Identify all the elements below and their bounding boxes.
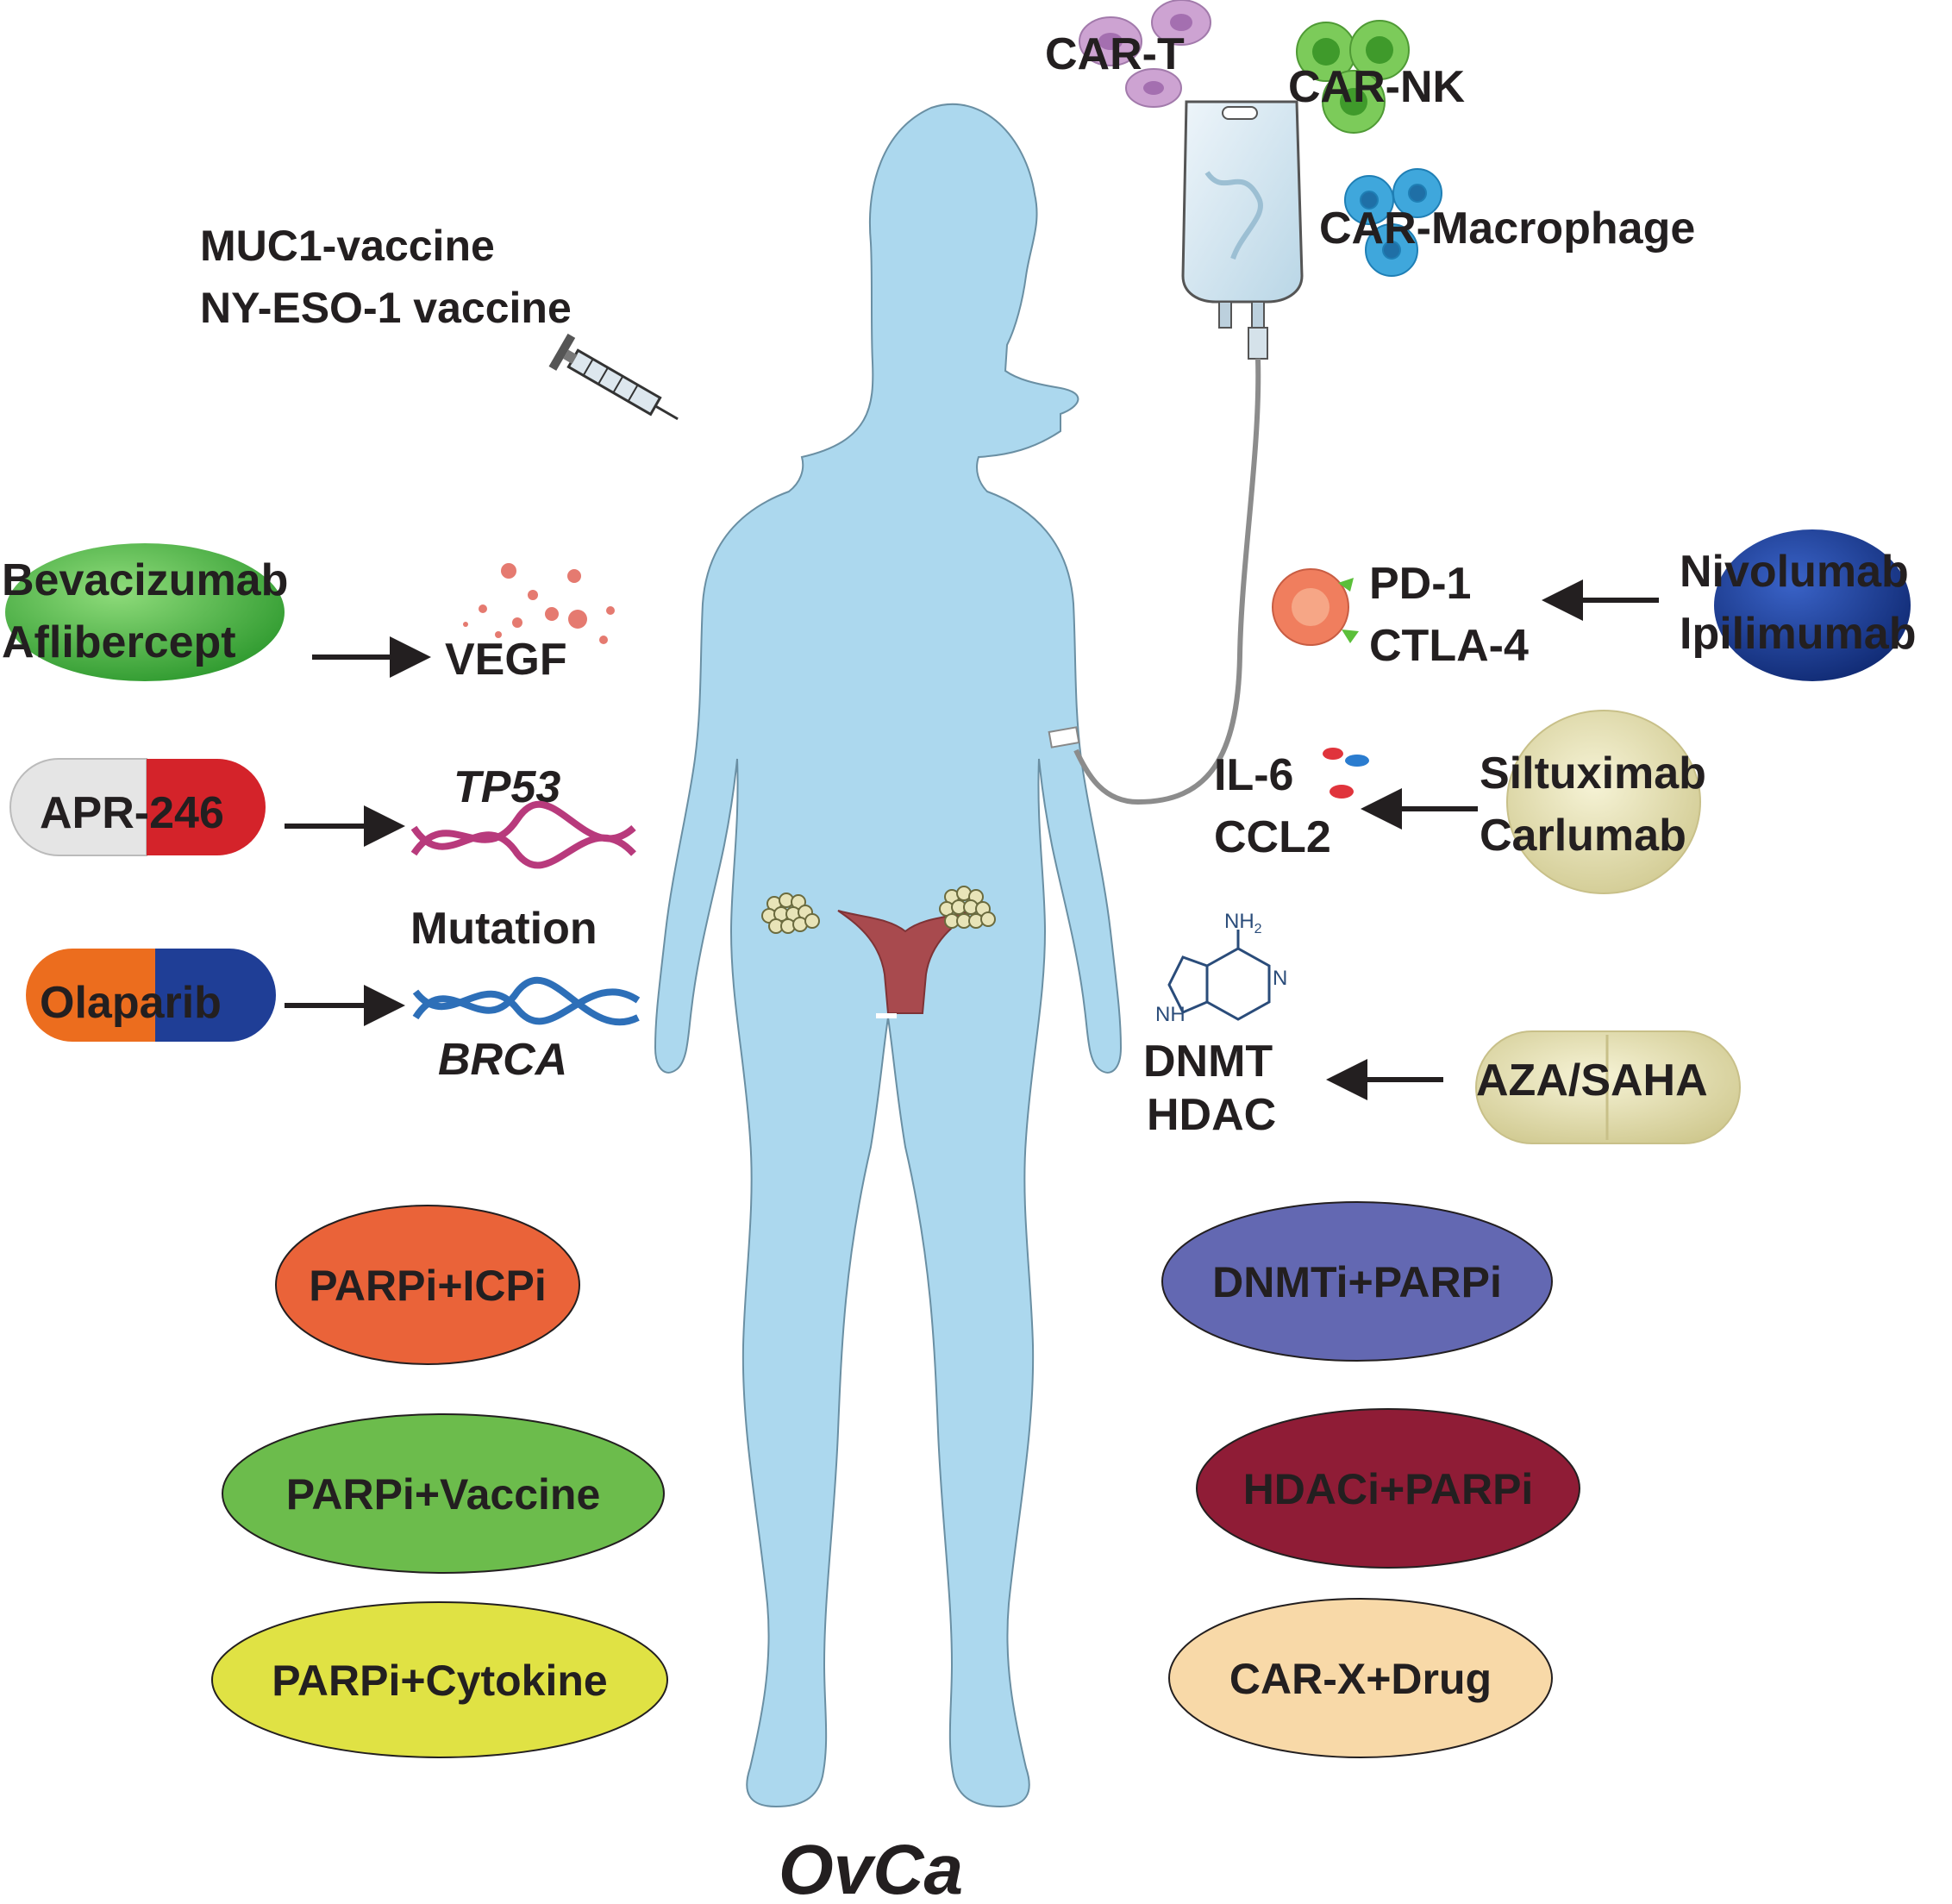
nivolumab-pill	[1714, 529, 1911, 681]
car-macrophage-cells-icon	[1344, 168, 1442, 277]
apr-246-label: APR-246	[40, 788, 224, 838]
pd1-label: PD-1	[1369, 559, 1471, 609]
combo-dnmti-parpi	[1161, 1201, 1553, 1362]
dna-tp53-icon	[410, 800, 636, 869]
aza-saha-label: AZA/SAHA	[1476, 1055, 1708, 1105]
ipilimumab-label: Ipilimumab	[1680, 609, 1916, 659]
vaccine-label-1: MUC1-vaccine	[200, 222, 495, 270]
car-macrophage-label: CAR-Macrophage	[1319, 204, 1695, 254]
hdac-label: HDAC	[1147, 1090, 1276, 1140]
car-nk-cells-icon	[1296, 20, 1410, 134]
combination-therapies: PARPi+ICPi PARPi+Vaccine PARPi+Cytokine …	[211, 1201, 1580, 1758]
ctla4-label: CTLA-4	[1369, 621, 1529, 671]
bevacizumab-pill	[5, 543, 285, 681]
ovary-left	[761, 892, 820, 934]
aza-saha-tablet	[1475, 1030, 1741, 1144]
il6-label: IL-6	[1214, 750, 1293, 800]
mutation-label: Mutation	[410, 904, 597, 954]
reproductive-organs	[761, 886, 996, 1018]
iv-catheter	[1048, 726, 1080, 748]
combo-hdaci-parpi	[1196, 1408, 1580, 1569]
olaparib-label: Olaparib	[40, 978, 222, 1028]
siltuximab-label: Siltuximab	[1480, 748, 1706, 799]
adenine-nh-label: NH	[1155, 1003, 1186, 1026]
adenine-n-label: N	[1273, 967, 1287, 990]
combo-carx-drug-label: CAR-X+Drug	[1229, 1655, 1492, 1703]
adenine-structure-icon	[1167, 930, 1271, 1021]
bevacizumab-label: Bevacizumab	[2, 555, 288, 605]
car-t-cells-icon	[1079, 0, 1211, 108]
vaccine-label-2: NY-ESO-1 vaccine	[200, 284, 572, 332]
combo-carx-drug	[1168, 1598, 1553, 1758]
car-nk-label: CAR-NK	[1288, 62, 1466, 112]
combo-parpi-icpi	[275, 1205, 580, 1365]
car-t-label: CAR-T	[1045, 29, 1185, 79]
ccl2-label: CCL2	[1214, 812, 1331, 862]
vegf-particles-icon	[463, 563, 615, 644]
combo-parpi-icpi-label: PARPi+ICPi	[309, 1262, 547, 1310]
combo-parpi-vaccine	[222, 1413, 665, 1574]
combo-parpi-cytokine-label: PARPi+Cytokine	[272, 1657, 607, 1705]
aflibercept-label: Aflibercept	[2, 617, 236, 667]
ovca-title: OvCa	[779, 1831, 963, 1904]
adenine-nh2-label: NH2	[1224, 910, 1262, 936]
ovary-right	[939, 886, 996, 929]
carlumab-label: Carlumab	[1480, 811, 1686, 861]
brca-label: BRCA	[438, 1035, 567, 1085]
olaparib-capsule	[26, 949, 276, 1042]
cervix	[876, 1013, 897, 1018]
siltuximab-pill	[1506, 710, 1701, 894]
combo-parpi-cytokine	[211, 1601, 668, 1758]
dnmt-label: DNMT	[1143, 1037, 1273, 1087]
dna-brca-icon	[412, 976, 641, 1026]
apr-246-capsule	[9, 758, 266, 856]
nivolumab-label: Nivolumab	[1680, 547, 1909, 597]
iv-bag-icon	[1181, 100, 1304, 360]
combo-hdaci-parpi-label: HDACi+PARPi	[1243, 1465, 1534, 1513]
t-cell-icon	[1272, 568, 1359, 646]
combo-dnmti-parpi-label: DNMTi+PARPi	[1212, 1258, 1502, 1306]
iv-tube	[1073, 358, 1261, 805]
cytokine-particles-icon	[1323, 748, 1369, 799]
combo-parpi-vaccine-label: PARPi+Vaccine	[286, 1470, 601, 1519]
vegf-label: VEGF	[445, 635, 567, 685]
syringe-icon	[548, 333, 679, 421]
